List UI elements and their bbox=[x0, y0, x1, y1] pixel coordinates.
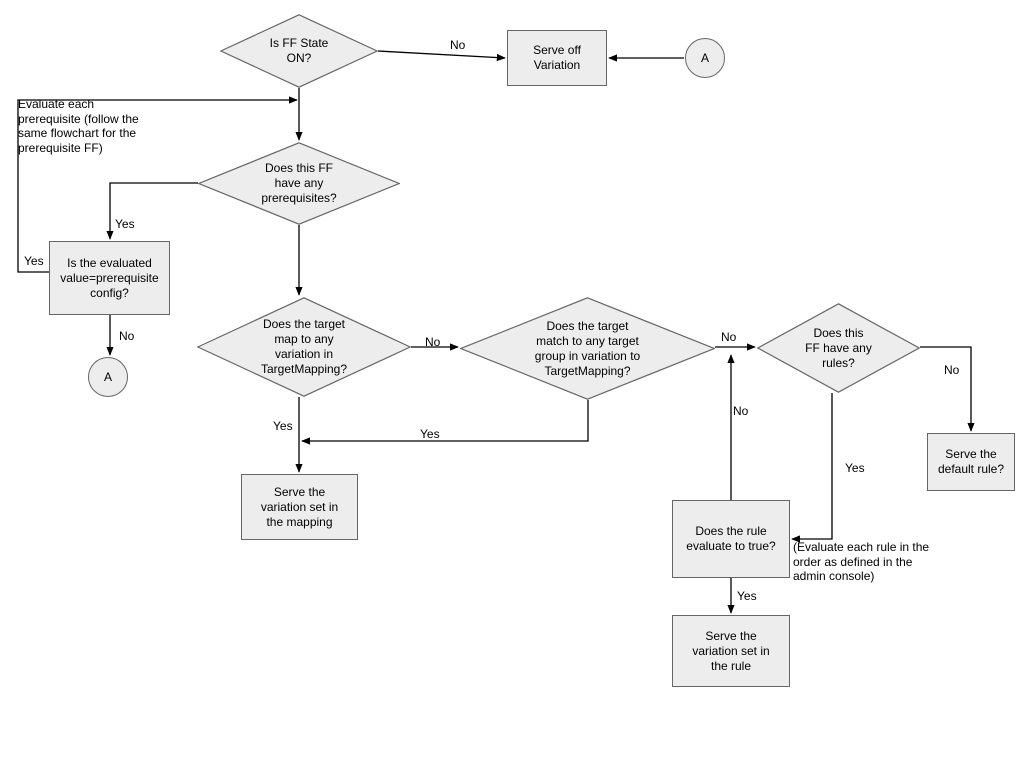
decision-is-ff-state-on-label: Is FF State ON? bbox=[269, 36, 329, 65]
process-serve-off-variation[interactable]: Serve off Variation bbox=[507, 30, 607, 86]
connector-a-top[interactable]: A bbox=[685, 38, 725, 78]
diamond-shape bbox=[460, 297, 715, 400]
decision-has-rules[interactable]: Does this FF have any rules? bbox=[757, 303, 920, 393]
decision-evaluated-value-equals-prerequisite-config-label: Is the evaluated value=prerequisite conf… bbox=[60, 255, 159, 300]
edge-label-rule-true-yes: Yes bbox=[737, 589, 757, 603]
decision-rule-evaluate-to-true[interactable]: Does the rule evaluate to true? bbox=[672, 500, 790, 578]
edge-label-rules-no: No bbox=[944, 363, 960, 377]
process-serve-variation-set-in-rule-label: Serve the variation set in the rule bbox=[692, 628, 770, 673]
edge-label-rule-true-no: No bbox=[733, 404, 749, 418]
edge-label-target-map-yes: Yes bbox=[273, 419, 293, 433]
decision-has-rules-label: Does this FF have any rules? bbox=[805, 325, 872, 370]
decision-target-match-target-group-label: Does the target match to any target grou… bbox=[534, 318, 641, 378]
decision-target-map-to-variation-label: Does the target map to any variation in … bbox=[260, 317, 348, 376]
edge-rules-yes-to-ruletrue bbox=[791, 393, 833, 543]
process-serve-variation-set-in-rule[interactable]: Serve the variation set in the rule bbox=[672, 615, 790, 687]
diamond-shape bbox=[198, 142, 400, 225]
process-serve-default-rule-label: Serve the default rule? bbox=[937, 447, 1005, 476]
decision-rule-evaluate-to-true-label: Does the rule evaluate to true? bbox=[686, 524, 776, 553]
process-serve-variation-set-in-mapping-label: Serve the variation set in the mapping bbox=[260, 484, 339, 529]
edge-label-prereq-config-no: No bbox=[119, 329, 135, 343]
diamond-shape bbox=[197, 297, 411, 397]
note-prerequisite-evaluation: Evaluate each prerequisite (follow the s… bbox=[18, 97, 139, 155]
decision-target-match-target-group[interactable]: Does the target match to any target grou… bbox=[460, 297, 715, 400]
edge-label-ff-state-no: No bbox=[450, 38, 466, 52]
edge-targetgroup-yes-to-trunk bbox=[301, 400, 589, 445]
diamond-shape bbox=[220, 14, 378, 88]
diamond-shape bbox=[757, 303, 920, 393]
decision-is-ff-state-on[interactable]: Is FF State ON? bbox=[220, 14, 378, 88]
decision-has-prerequisites-label: Does this FF have any prerequisites? bbox=[261, 161, 337, 205]
connector-a-bottom[interactable]: A bbox=[88, 357, 128, 397]
edge-label-target-map-no: No bbox=[425, 335, 441, 349]
connector-a-bottom-label: A bbox=[103, 369, 112, 384]
decision-has-prerequisites[interactable]: Does this FF have any prerequisites? bbox=[198, 142, 400, 225]
decision-evaluated-value-equals-prerequisite-config[interactable]: Is the evaluated value=prerequisite conf… bbox=[49, 241, 170, 315]
process-serve-off-variation-label: Serve off Variation bbox=[533, 43, 581, 72]
edge-label-prereq-yes: Yes bbox=[115, 217, 135, 231]
edge-rules-no-to-servedefault bbox=[920, 346, 975, 432]
edge-label-target-group-yes: Yes bbox=[420, 427, 440, 441]
edge-label-rules-yes: Yes bbox=[845, 461, 865, 475]
process-serve-variation-set-in-mapping[interactable]: Serve the variation set in the mapping bbox=[241, 474, 358, 540]
process-serve-default-rule[interactable]: Serve the default rule? bbox=[927, 433, 1015, 491]
decision-target-map-to-variation[interactable]: Does the target map to any variation in … bbox=[197, 297, 411, 397]
edge-label-target-group-no: No bbox=[721, 330, 737, 344]
edge-label-prereq-config-yes: Yes bbox=[24, 254, 44, 268]
connector-a-top-label: A bbox=[700, 50, 709, 65]
note-rule-order: (Evaluate each rule in the order as defi… bbox=[793, 540, 930, 583]
edge-ffstate-no-to-serveoff bbox=[377, 50, 506, 62]
